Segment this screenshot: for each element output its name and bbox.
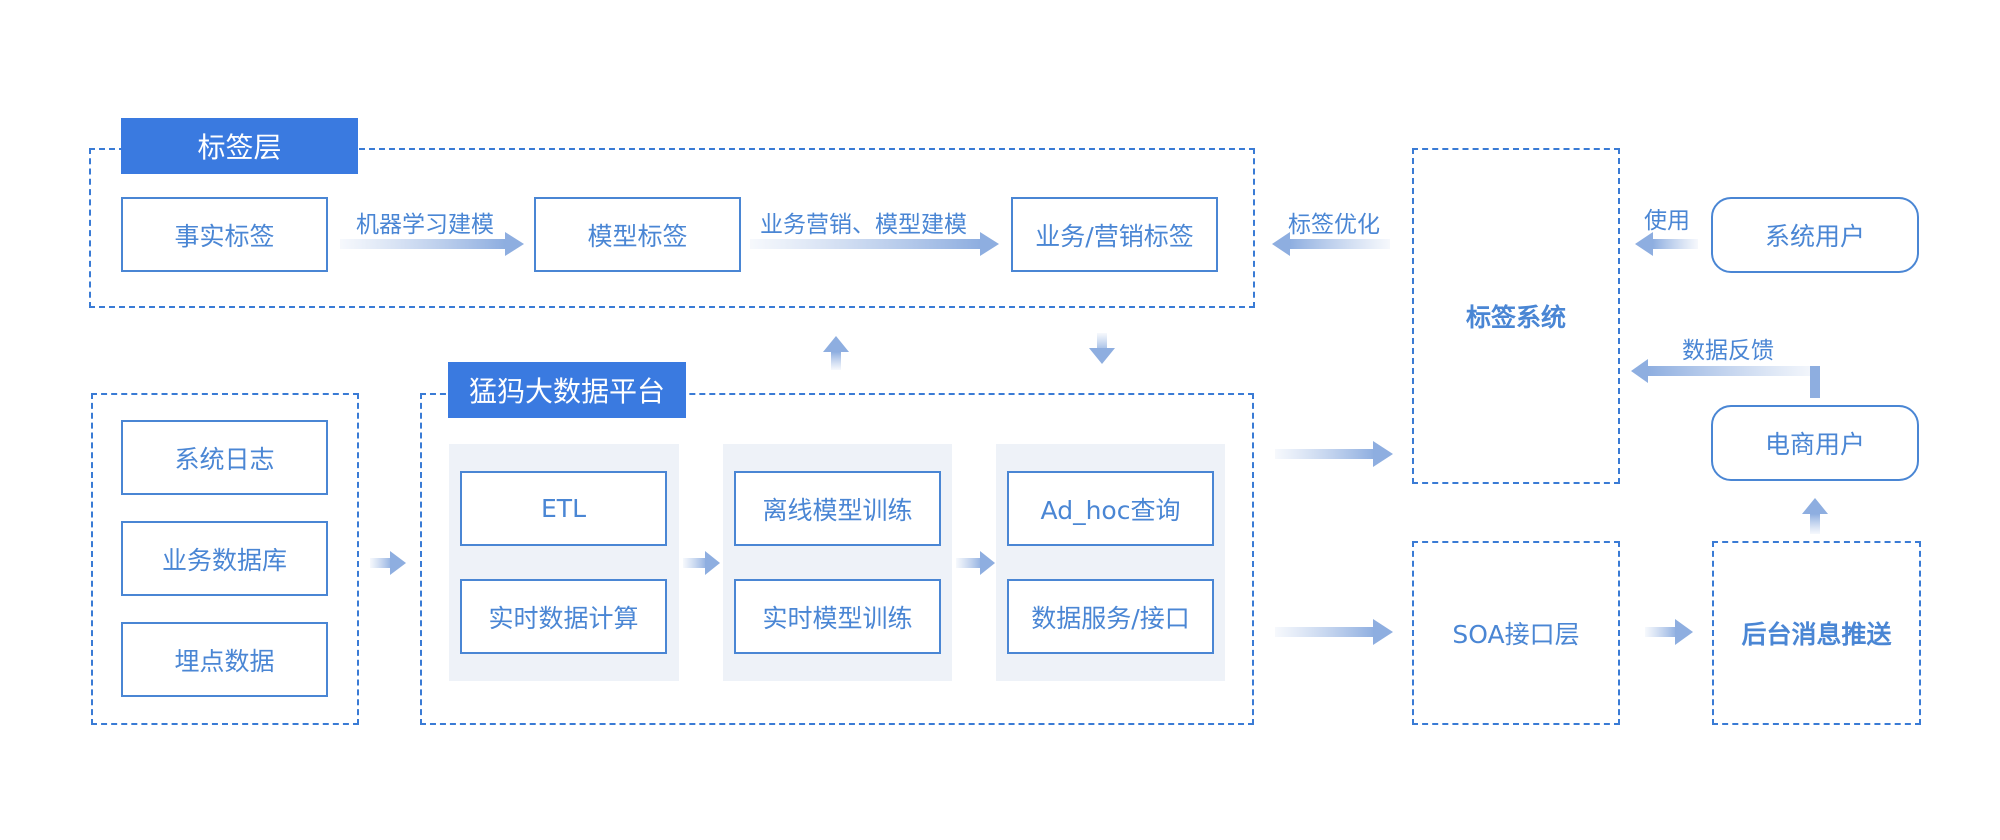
realtime-compute-box: 实时数据计算 [460, 579, 667, 654]
label-tag-optimize: 标签优化 [1288, 212, 1380, 238]
arrow-push-to-ecom-user [1802, 498, 1828, 534]
etl-box: ETL [460, 471, 667, 546]
tag-layer-container [89, 148, 1255, 308]
data-sources-container [91, 393, 359, 725]
model-tag-box: 模型标签 [534, 197, 741, 272]
arrow-label-ml-modeling: 机器学习建模 [356, 212, 494, 238]
realtime-training-box: 实时模型训练 [734, 579, 941, 654]
soa-layer-box: SOA接口层 [1412, 541, 1620, 725]
arrow-label-business-modeling: 业务营销、模型建模 [760, 212, 967, 238]
platform-container [420, 393, 1254, 725]
tracking-data-box: 埋点数据 [121, 622, 328, 697]
platform-title: 猛犸大数据平台 [448, 362, 686, 418]
system-log-box: 系统日志 [121, 420, 328, 495]
arrow-use [1635, 232, 1698, 256]
fact-tag-box: 事实标签 [121, 197, 328, 272]
tag-system-box: 标签系统 [1412, 148, 1620, 484]
label-data-feedback: 数据反馈 [1682, 338, 1774, 364]
arrow-sources-to-platform [370, 551, 406, 575]
arrow-platform-to-tag-system [1275, 441, 1393, 467]
business-marketing-tag-box: 业务/营销标签 [1011, 197, 1218, 272]
arrow-soa-to-push [1645, 619, 1693, 645]
arrow-down-tags-to-platform [1089, 333, 1115, 364]
system-user-box: 系统用户 [1711, 197, 1919, 273]
business-db-box: 业务数据库 [121, 521, 328, 596]
arrow-platform-to-soa [1275, 619, 1393, 645]
offline-training-box: 离线模型训练 [734, 471, 941, 546]
adhoc-query-box: Ad_hoc查询 [1007, 471, 1214, 546]
ecom-user-box: 电商用户 [1711, 405, 1919, 481]
data-service-box: 数据服务/接口 [1007, 579, 1214, 654]
label-use: 使用 [1644, 208, 1690, 234]
arrow-up-platform-to-tags [823, 336, 849, 370]
backend-push-box: 后台消息推送 [1712, 541, 1921, 725]
tag-layer-title: 标签层 [121, 118, 358, 174]
